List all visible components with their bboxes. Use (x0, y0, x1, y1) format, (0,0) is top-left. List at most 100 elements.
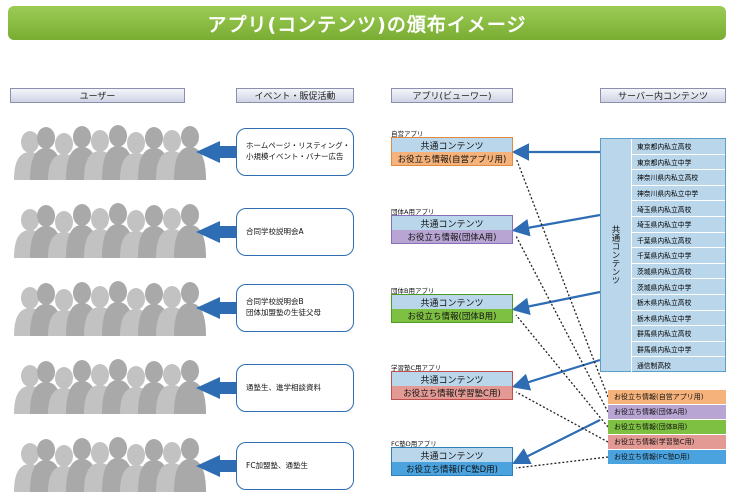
server-to-app-arrow (511, 290, 601, 316)
person-head (109, 359, 127, 381)
person-head (181, 438, 199, 460)
person-body (174, 459, 206, 492)
server-to-app-arrow (511, 213, 601, 237)
person-head (55, 445, 73, 467)
flow-arrow-left (196, 455, 236, 477)
person-head (163, 364, 181, 386)
server-info-item: お役立ち情報(FC塾D用) (608, 450, 726, 464)
person-head (55, 211, 73, 233)
info-link-dotted (515, 157, 609, 398)
app-common-content: 共通コンテンツ (392, 138, 512, 152)
event-text: 団体加盟塾の生徒父母 (246, 308, 321, 317)
person-body (174, 147, 206, 180)
person-head (73, 204, 91, 226)
person-head (91, 286, 109, 308)
school-item: 神奈川県内私立高校 (631, 170, 725, 186)
person-head (127, 366, 145, 388)
school-item: 群馬県内私立高校 (631, 326, 725, 342)
event-callout-2: 合同学校説明会A (236, 208, 354, 256)
person-head (145, 439, 163, 461)
person-head (91, 442, 109, 464)
person-head (37, 283, 55, 305)
server-to-app-arrow (511, 358, 601, 391)
person-head (73, 438, 91, 460)
app-info: お役立ち情報(自営アプリ用) (392, 152, 512, 165)
person-head (55, 133, 73, 155)
person-head (21, 443, 39, 465)
app-info: お役立ち情報(FC塾D用) (392, 462, 512, 475)
flow-arrow-left (196, 221, 236, 243)
person-head (181, 360, 199, 382)
event-text: 通塾生、進学相談資料 (246, 382, 321, 392)
school-item: 群馬県内私立中学 (631, 341, 725, 358)
person-head (145, 361, 163, 383)
person-body (174, 225, 206, 258)
app-info: お役立ち情報(団体B用) (392, 309, 512, 322)
school-item: 東京都内私立高校 (631, 139, 725, 155)
person-head (109, 203, 127, 225)
person-head (163, 442, 181, 464)
server-info-item: お役立ち情報(学習塾C用) (608, 435, 726, 449)
event-text: 合同学校説明会A (246, 226, 304, 236)
person-head (145, 205, 163, 227)
event-callout-4: 通塾生、進学相談資料 (236, 364, 354, 412)
server-to-app-arrow (512, 419, 601, 464)
person-head (127, 210, 145, 232)
flow-arrow-left (196, 377, 236, 399)
school-item: 千葉県内私立高校 (631, 232, 725, 249)
person-head (109, 281, 127, 303)
person-head (127, 444, 145, 466)
person-head (21, 365, 39, 387)
person-head (163, 130, 181, 152)
event-text: ホームページ・リスティング・ (246, 141, 351, 151)
school-item: 千葉県内私立中学 (631, 248, 725, 264)
user-crowd (14, 281, 206, 336)
school-item: 栃木県内私立高校 (631, 294, 725, 311)
info-link-dotted (515, 456, 609, 469)
school-item: 茨城県内私立中学 (631, 279, 725, 295)
school-item: 通信制高校 (631, 357, 725, 373)
event-text: 小規模イベント・バナー広告 (246, 152, 344, 161)
school-item: 埼玉県内私立高校 (631, 201, 725, 217)
server-title: 共通コンテンツ (610, 225, 620, 285)
person-head (37, 127, 55, 149)
person-head (37, 439, 55, 461)
server-info-item: お役立ち情報(団体A用) (608, 405, 726, 419)
person-head (21, 287, 39, 309)
person-body (174, 303, 206, 336)
column-header-apps: アプリ(ビューワー) (391, 88, 513, 103)
person-head (181, 204, 199, 226)
person-head (109, 437, 127, 459)
person-head (91, 208, 109, 230)
info-link-dotted (515, 391, 609, 443)
app-box-group-a: 共通コンテンツ お役立ち情報(団体A用) (391, 215, 513, 244)
person-head (73, 282, 91, 304)
event-text: 合同学校説明会B (246, 297, 304, 307)
app-common-content: 共通コンテンツ (392, 372, 512, 386)
flow-arrow-left (196, 141, 236, 163)
person-head (73, 126, 91, 148)
person-head (55, 367, 73, 389)
app-info: お役立ち情報(団体A用) (392, 230, 512, 243)
person-head (181, 126, 199, 148)
info-link-dotted (515, 235, 609, 413)
person-head (73, 360, 91, 382)
user-crowd (14, 203, 206, 258)
column-header-users: ユーザー (10, 88, 185, 103)
person-head (21, 209, 39, 231)
person-head (127, 288, 145, 310)
person-head (91, 130, 109, 152)
server-info-item: お役立ち情報(自営アプリ用) (608, 390, 726, 404)
column-header-server: サーバー内コンテンツ (600, 88, 726, 103)
app-common-content: 共通コンテンツ (392, 216, 512, 230)
app-label: 団体B用アプリ (391, 287, 435, 295)
flow-arrow-left (196, 297, 236, 319)
app-label: FC塾D用アプリ (391, 440, 437, 448)
school-list: 東京都内私立高校東京都内私立中学神奈川県内私立高校神奈川県内私立中学埼玉県内私立… (631, 139, 725, 373)
server-common-content: 共通コンテンツ 東京都内私立高校東京都内私立中学神奈川県内私立高校神奈川県内私立… (600, 138, 726, 373)
app-box-juku-c: 共通コンテンツ お役立ち情報(学習塾C用) (391, 371, 513, 400)
user-crowd (14, 437, 206, 492)
person-head (127, 132, 145, 154)
